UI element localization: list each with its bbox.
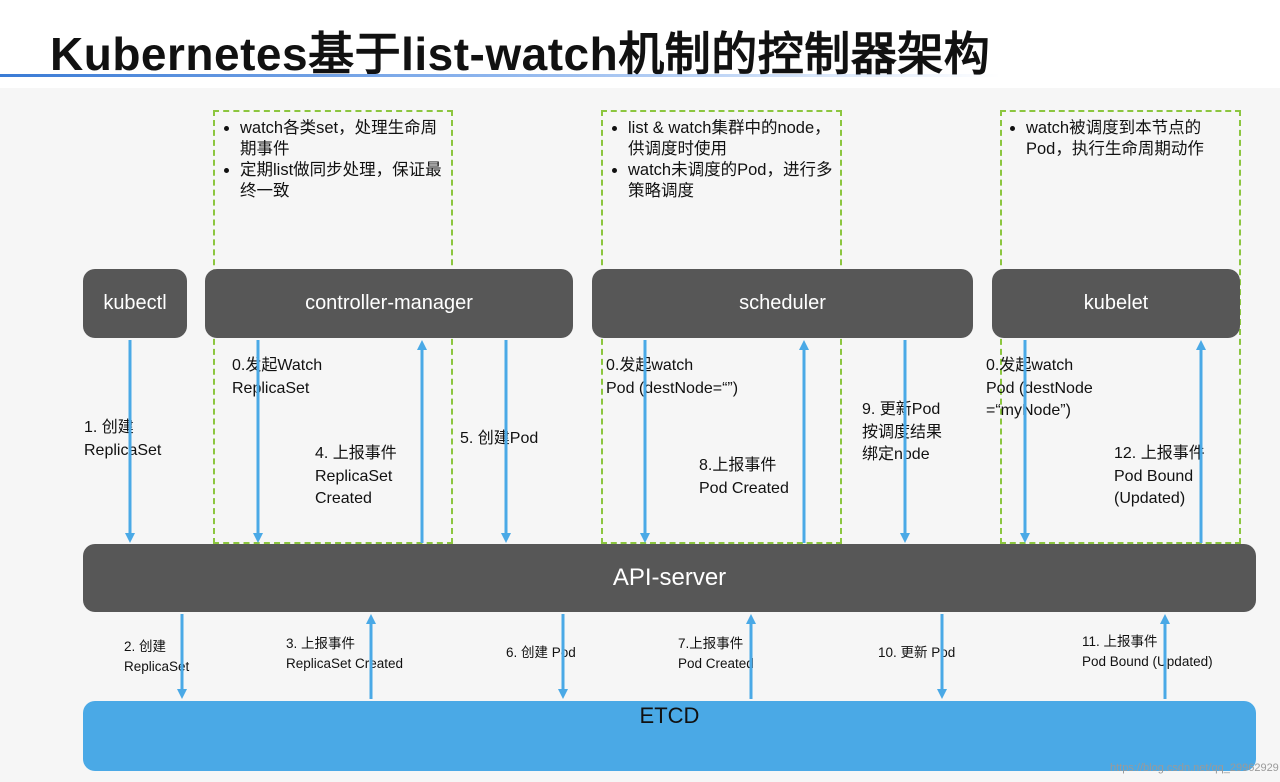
step1-label: 1. 创建 ReplicaSet [84, 417, 161, 462]
arrow-head [937, 689, 947, 699]
step2-label: 2. 创建 ReplicaSet [124, 637, 189, 677]
title-underline [0, 74, 1000, 77]
note-item: watch各类set，处理生命周期事件 [240, 118, 450, 160]
label-line: 0.发起watch [606, 357, 694, 374]
step0-scheduler-label: 0.发起watch Pod (destNode=“”) [606, 355, 738, 400]
arrow-head [640, 533, 650, 543]
scheduler-notes: list & watch集群中的node，供调度时使用 watch未调度的Pod… [606, 118, 838, 202]
controller-manager-node: controller-manager [205, 269, 573, 338]
label-line: 0.发起watch [986, 357, 1074, 374]
label-line: ReplicaSet [124, 659, 190, 674]
arrow-head [799, 340, 809, 350]
arrow-step7-etcd-to-api [746, 614, 756, 699]
step3-label: 3. 上报事件 ReplicaSet Created [286, 634, 403, 674]
arrow-step3-etcd-to-api [366, 614, 376, 699]
arrow-head [366, 614, 376, 624]
step12-label: 12. 上报事件 Pod Bound (Updated) [1114, 443, 1205, 511]
label-line: 按调度结果 [862, 423, 943, 441]
arrow-step10-api-to-etcd [937, 614, 947, 699]
label-line: 1. 创建 [84, 419, 134, 436]
label-line: 7.上报事件 [678, 636, 744, 651]
label-line: ReplicaSet [315, 467, 393, 485]
arrow-head [1196, 340, 1206, 350]
arrow-step9-sched-to-api [900, 340, 910, 543]
controller-manager-notes: watch各类set，处理生命周期事件 定期list做同步处理，保证最终一致 [218, 118, 450, 202]
step0-cm-label: 0.发起Watch ReplicaSet [232, 355, 322, 400]
label-line: Pod Created [678, 656, 754, 671]
arrow-step4-api-to-cm [417, 340, 427, 543]
kubelet-notes: watch被调度到本节点的Pod，执行生命周期动作 [1004, 118, 1236, 160]
note-item: watch未调度的Pod，进行多策略调度 [628, 160, 838, 202]
label-line: 8.上报事件 [699, 457, 777, 474]
watermark: https://blog.csdn.net/qq_29962929 [1110, 762, 1279, 774]
arrow-step12-api-to-kubelet [1196, 340, 1206, 543]
label-line: 3. 上报事件 [286, 636, 356, 651]
step8-label: 8.上报事件 Pod Created [699, 455, 789, 500]
label-line: 5. 创建Pod [460, 430, 539, 447]
arrow-head [501, 533, 511, 543]
label-line: 11. 上报事件 [1082, 634, 1158, 649]
label-line: 10. 更新 Pod [878, 645, 956, 660]
scheduler-node: scheduler [592, 269, 973, 338]
step6-label: 6. 创建 Pod [506, 643, 576, 663]
note-item: 定期list做同步处理，保证最终一致 [240, 160, 450, 202]
label-line: 0.发起Watch [232, 357, 323, 374]
label-line: 9. 更新Pod [862, 401, 941, 418]
step4-label: 4. 上报事件 ReplicaSet Created [315, 443, 397, 511]
arrow-head [125, 533, 135, 543]
label-line: =“myNode”) [986, 402, 1071, 419]
api-server-node: API-server [83, 544, 1256, 612]
step10-label: 10. 更新 Pod [878, 643, 955, 663]
arrow-head [253, 533, 263, 543]
label-line: 4. 上报事件 [315, 445, 397, 462]
label-line: Pod Created [699, 479, 789, 497]
step11-label: 11. 上报事件 Pod Bound (Updated) [1082, 632, 1213, 672]
kubectl-node: kubectl [83, 269, 187, 338]
label-line: Pod (destNode=“”) [606, 379, 739, 397]
label-line: 6. 创建 Pod [506, 645, 576, 660]
arrow-step6-api-to-etcd [558, 614, 568, 699]
note-item: list & watch集群中的node，供调度时使用 [628, 118, 838, 160]
arrow-step11-etcd-to-api [1160, 614, 1170, 699]
label-line: 绑定node [862, 446, 930, 463]
step0-kubelet-label: 0.发起watch Pod (destNode =“myNode”) [986, 355, 1093, 423]
arrow-head [558, 689, 568, 699]
label-line: Pod (destNode [986, 379, 1093, 397]
arrow-head [1020, 533, 1030, 543]
note-item: watch被调度到本节点的Pod，执行生命周期动作 [1026, 118, 1236, 160]
label-line: ReplicaSet [84, 441, 162, 459]
arrow-step1-kubectl-to-api [125, 340, 135, 543]
arrow-head [417, 340, 427, 350]
arrow-step5-cm-to-api [501, 340, 511, 543]
label-line: Pod Bound (Updated) [1082, 654, 1213, 669]
page-title: Kubernetes基于list-watch机制的控制器架构 [50, 28, 991, 80]
arrow-head [1160, 614, 1170, 624]
arrow-step8-api-to-sched [799, 340, 809, 543]
etcd-node: ETCD [83, 701, 1256, 771]
arrow-step0-kubelet-watch [1020, 340, 1030, 543]
arrow-head [746, 614, 756, 624]
arrow-head [900, 533, 910, 543]
kubelet-node: kubelet [992, 269, 1240, 338]
label-line: Created [315, 490, 372, 507]
label-line: 12. 上报事件 [1114, 445, 1205, 462]
arrow-step2-api-to-etcd [177, 614, 187, 699]
step7-label: 7.上报事件 Pod Created [678, 634, 754, 674]
label-line: 2. 创建 [124, 639, 167, 654]
step9-label: 9. 更新Pod 按调度结果 绑定node [862, 399, 942, 467]
arrow-head [177, 689, 187, 699]
arrow-step0-cm-watch [253, 340, 263, 543]
label-line: Pod Bound [1114, 467, 1194, 485]
label-line: ReplicaSet Created [286, 656, 404, 671]
label-line: (Updated) [1114, 490, 1186, 507]
arrow-step0-sched-watch [640, 340, 650, 543]
step5-label: 5. 创建Pod [460, 428, 538, 451]
label-line: ReplicaSet [232, 379, 310, 397]
